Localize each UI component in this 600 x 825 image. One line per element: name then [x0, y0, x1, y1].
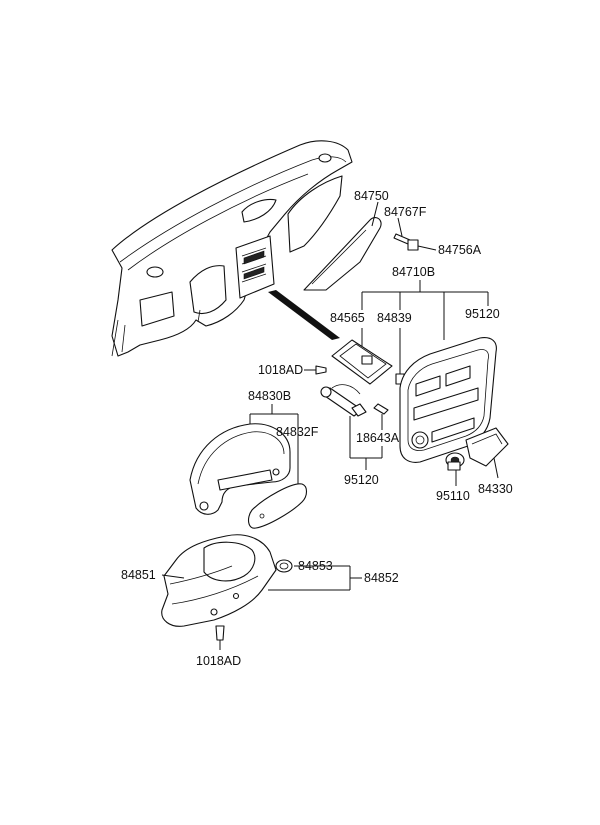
label-84330: 84330 [478, 482, 513, 496]
dashboard-assembly [111, 140, 353, 357]
label-84832F: 84832F [276, 425, 319, 439]
bracket-84830B [249, 404, 299, 486]
label-84565: 84565 [330, 311, 365, 325]
bracket-84852 [268, 565, 362, 591]
part-1018AD-screw-top [315, 365, 327, 375]
part-84710B-bezel [399, 337, 497, 463]
label-84839: 84839 [377, 311, 412, 325]
part-1018AD-screw-bottom [215, 625, 225, 641]
label-95110: 95110 [436, 489, 470, 503]
label-84767F: 84767F [384, 205, 427, 219]
part-95120-harness [320, 384, 367, 417]
part-18643A-bulb [373, 403, 389, 415]
label-84750: 84750 [354, 189, 389, 203]
label-84830B: 84830B [248, 389, 291, 403]
label-84853: 84853 [298, 559, 333, 573]
label-84756A: 84756A [438, 243, 482, 257]
label-18643A: 18643A [356, 431, 400, 445]
bracket-95120-lower [349, 416, 383, 470]
part-84565-tray [331, 339, 393, 385]
part-84851-shroud [161, 534, 277, 627]
part-84832F-panel [247, 483, 308, 529]
part-84830B-fascia [189, 423, 291, 515]
label-84710B: 84710B [392, 265, 435, 279]
part-84750-panel [303, 217, 382, 291]
part-84330-holder [465, 427, 509, 467]
label-84851: 84851 [121, 568, 156, 582]
label-84852: 84852 [364, 571, 399, 585]
part-95110-connector [445, 452, 465, 471]
label-1018AD-top: 1018AD [258, 363, 303, 377]
bracket-84710B [361, 280, 489, 340]
part-84756A-clip [407, 239, 419, 251]
part-84853-ring [275, 559, 293, 573]
label-95120-top: 95120 [465, 307, 500, 321]
label-1018AD-bottom: 1018AD [196, 654, 241, 668]
label-95120-bottom: 95120 [344, 473, 379, 487]
